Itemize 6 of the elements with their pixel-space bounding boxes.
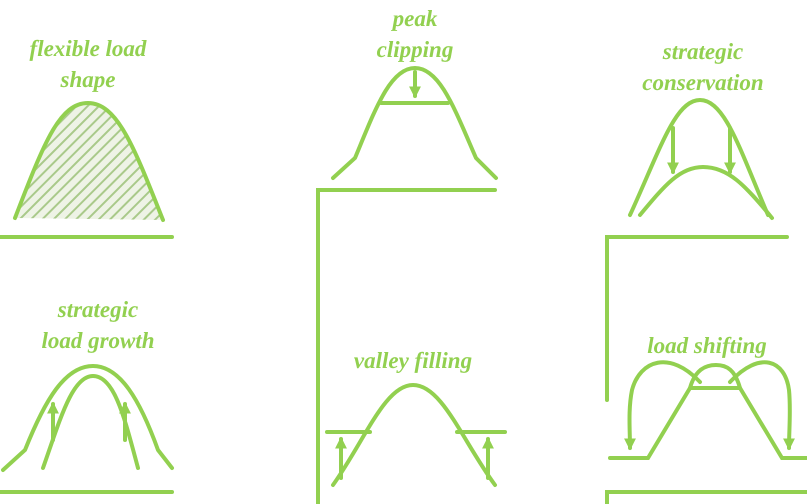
panel-title: peak clipping xyxy=(376,5,454,64)
panel-title: flexible load shape xyxy=(28,35,148,94)
panel-title: load shifting xyxy=(646,332,768,360)
panel-title: valley filling xyxy=(352,347,474,375)
panel-title: strategic load growth xyxy=(40,296,156,355)
panel-title: strategic conservation xyxy=(641,38,765,97)
